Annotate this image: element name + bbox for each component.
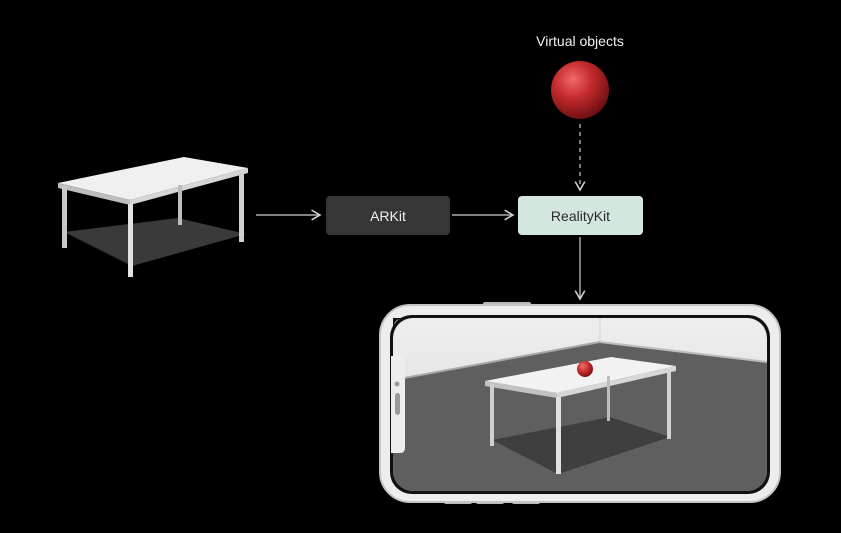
- device-screen: [393, 318, 767, 491]
- virtual-objects-label: Virtual objects: [536, 33, 624, 49]
- arkit-box: ARKit: [326, 196, 450, 235]
- virtual-sphere-icon: [551, 61, 609, 119]
- realitykit-box: RealityKit: [518, 196, 643, 235]
- real-table-icon: [58, 157, 248, 277]
- iphone-icon: [379, 302, 781, 504]
